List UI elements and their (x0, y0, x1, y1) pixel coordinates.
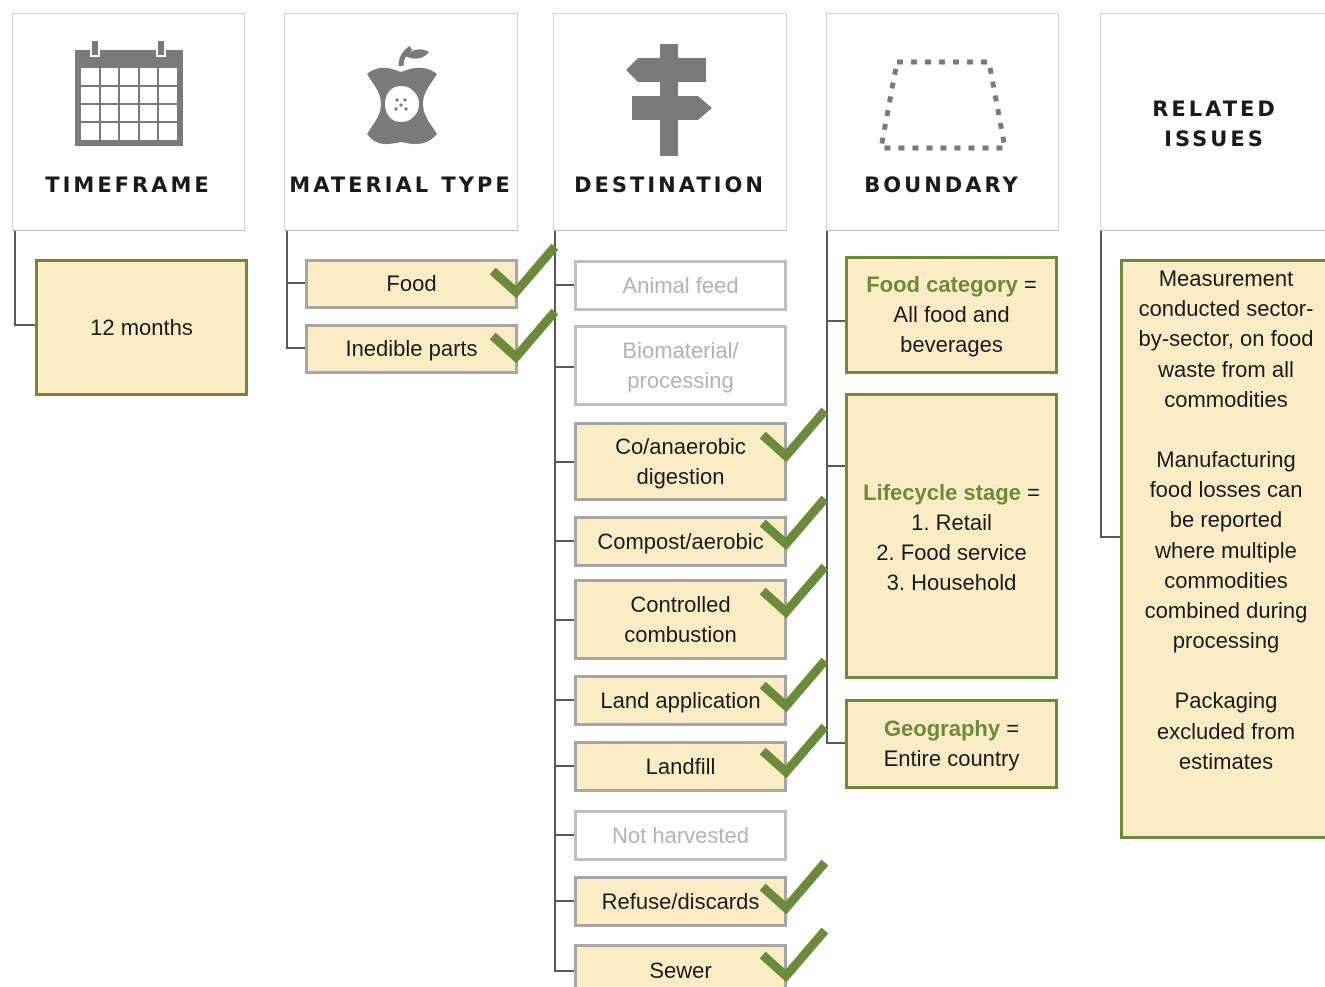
related-issues-title: RELATED ISSUES (1152, 97, 1278, 151)
lifecycle-stage-item: 2. Food service (876, 540, 1027, 565)
boundary-title: BOUNDARY (864, 173, 1021, 197)
related-connector (1100, 231, 1102, 538)
timeframe-header: TIMEFRAME (12, 13, 245, 231)
timeframe-value: 12 months (90, 314, 193, 340)
food-category-key: Food category (866, 272, 1018, 297)
destination-label: Not harvested (612, 822, 749, 848)
destination-connector-h (554, 284, 575, 286)
destination-label: Land application (600, 687, 761, 713)
destination-label: Controlled combustion (624, 591, 737, 647)
boundary-connector-h1 (826, 320, 846, 322)
material-food-label: Food (386, 271, 437, 296)
destination-header: DESTINATION (553, 13, 787, 231)
lifecycle-stage-key: Lifecycle stage (863, 480, 1021, 505)
material-connector-h2 (286, 347, 306, 349)
boundary-lifecycle-box: Lifecycle stage = 1. Retail 2. Food serv… (845, 393, 1058, 679)
related-issues-header: RELATED ISSUES (1100, 13, 1325, 231)
material-type-header: MATERIAL TYPE (284, 13, 518, 231)
destination-box-co-anaerobic: Co/anaerobic digestion (574, 422, 787, 501)
material-inedible-box: Inedible parts (305, 324, 518, 374)
destination-connector-h (554, 900, 575, 902)
food-category-eq: = (1017, 272, 1037, 297)
geography-key: Geography (883, 716, 1001, 741)
destination-connector-h (554, 619, 575, 621)
lifecycle-stage-item: 3. Household (886, 570, 1017, 595)
related-issue-packaging: Packaging excluded from estimates (1156, 688, 1296, 774)
material-food-box: Food (305, 259, 518, 309)
material-connector (286, 231, 288, 349)
boundary-food-category-box: Food category = All food and beverages (845, 256, 1058, 374)
destination-connector-h (554, 765, 575, 767)
related-issue-measurement: Measurement conducted sector-by-sector, … (1138, 266, 1314, 412)
destination-connector-h (554, 540, 575, 542)
timeframe-connector (14, 231, 16, 326)
lifecycle-stage-item: 1. Retail (911, 510, 992, 535)
destination-box-animal-feed: Animal feed (574, 260, 787, 311)
destination-label: Biomaterial/ processing (622, 337, 739, 393)
boundary-connector-h3 (826, 742, 846, 744)
destination-box-land-application: Land application (574, 675, 787, 726)
geography-eq: = (1000, 716, 1020, 741)
destination-box-compost: Compost/aerobic (574, 516, 787, 567)
dotted-boundary-icon (877, 59, 1009, 151)
timeframe-title: TIMEFRAME (45, 173, 212, 197)
boundary-geography-box: Geography = Entire country (845, 699, 1058, 789)
destination-label: Sewer (649, 958, 712, 983)
geography-value: Entire country (883, 746, 1020, 771)
destination-box-not-harvested: Not harvested (574, 810, 787, 861)
calendar-icon (75, 39, 183, 146)
lifecycle-stage-eq: = (1020, 480, 1040, 505)
timeframe-value-box: 12 months (35, 259, 248, 396)
destination-connector-h (554, 461, 575, 463)
material-type-title: MATERIAL TYPE (289, 173, 513, 197)
destination-connector-h (554, 834, 575, 836)
destination-box-sewer: Sewer (574, 944, 787, 987)
destination-label: Animal feed (622, 272, 739, 298)
destination-label: Compost/aerobic (597, 528, 764, 554)
timeframe-connector-h (14, 324, 36, 326)
related-issues-box: Measurement conducted sector-by-sector, … (1120, 259, 1325, 839)
destination-box-controlled-combustion: Controlled combustion (574, 579, 787, 660)
related-issue-manufacturing: Manufacturing food losses can be reporte… (1144, 447, 1308, 654)
destination-box-landfill: Landfill (574, 741, 787, 792)
boundary-connector (826, 231, 828, 744)
destination-connector (554, 231, 556, 972)
related-connector-h (1100, 536, 1121, 538)
boundary-header: BOUNDARY (826, 13, 1059, 231)
material-connector-h1 (286, 282, 306, 284)
destination-label: Landfill (645, 753, 716, 779)
destination-title: DESTINATION (574, 173, 766, 197)
destination-connector-h (554, 366, 575, 368)
apple-core-icon (367, 45, 437, 145)
signpost-icon (626, 44, 712, 156)
destination-connector-h (554, 699, 575, 701)
boundary-connector-h2 (826, 465, 846, 467)
food-category-value: All food and beverages (893, 302, 1010, 357)
material-inedible-label: Inedible parts (345, 336, 478, 361)
destination-label: Co/anaerobic digestion (615, 433, 746, 489)
destination-box-biomaterial: Biomaterial/ processing (574, 325, 787, 406)
destination-label: Refuse/discards (601, 888, 760, 914)
destination-connector-h (554, 970, 575, 972)
destination-box-refuse: Refuse/discards (574, 876, 787, 927)
